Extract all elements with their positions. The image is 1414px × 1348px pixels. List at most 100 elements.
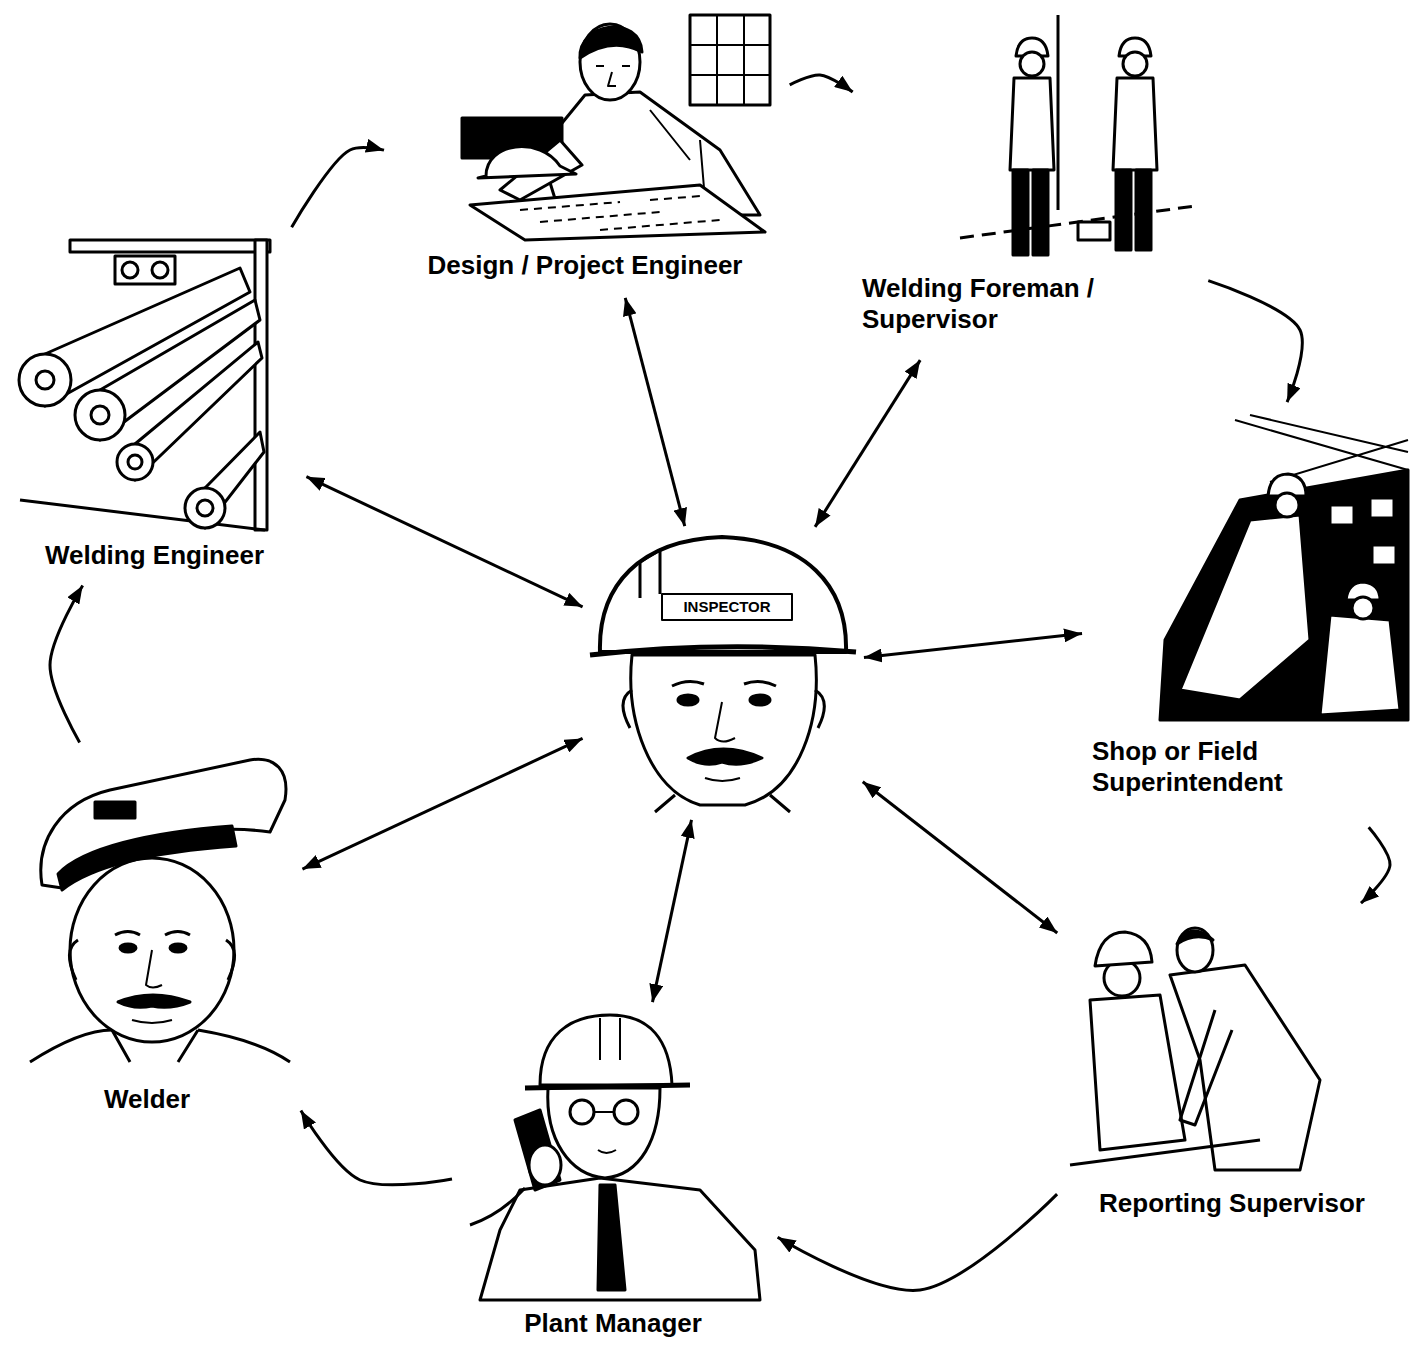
pipe-machine <box>91 406 109 424</box>
plant-manager-figure <box>548 1088 660 1178</box>
plant-manager-figure <box>600 1018 620 1060</box>
flow-arrow <box>790 75 853 92</box>
foreman-figures <box>1057 15 1060 210</box>
inspector-figure <box>672 681 776 686</box>
inspector-figure <box>662 594 792 620</box>
plant-manager-figure <box>515 1110 560 1190</box>
reporting-figures <box>1090 995 1185 1150</box>
foreman-figures <box>1078 222 1110 240</box>
inspector-figure <box>750 695 770 705</box>
welder-figure <box>69 940 234 980</box>
pipe-machine <box>19 240 270 530</box>
superintendent-figures <box>1330 505 1354 525</box>
foreman-figures <box>1116 170 1131 250</box>
flow-arrow <box>1208 281 1302 402</box>
two-way-arrow <box>306 477 582 607</box>
role-node: Design / Project Engineer <box>390 10 784 292</box>
welder-figure <box>95 802 135 818</box>
role-node: Welding Foreman / Supervisor <box>858 15 1203 355</box>
flow-arrow <box>778 1194 1057 1290</box>
foreman-figures <box>1013 170 1028 255</box>
welder-figure <box>115 932 190 936</box>
role-label: Design / Project Engineer <box>390 250 780 281</box>
plant-manager-figure <box>525 1085 690 1088</box>
role-node: Reporting Supervisor <box>1062 908 1406 1233</box>
role-node: INSPECTOR <box>588 532 858 814</box>
welder-figure <box>118 995 190 1007</box>
reporting-figures <box>1177 928 1213 972</box>
pipe-machine <box>19 354 71 406</box>
two-way-arrow <box>863 782 1058 933</box>
welder-figure <box>30 759 290 1062</box>
role-label: Welder <box>12 1084 282 1115</box>
pipe-machine <box>185 488 225 528</box>
reporting-figures <box>1177 931 1213 944</box>
superintendent-figures <box>1160 415 1408 720</box>
reporting-figures <box>1095 932 1152 966</box>
superintendent-figures <box>1160 470 1408 720</box>
plant-manager-figure <box>570 1100 594 1124</box>
inspector-figure <box>640 550 660 598</box>
flow-arrow <box>301 1110 452 1184</box>
reporting-figures <box>1170 965 1320 1170</box>
engineer-figure <box>478 147 576 178</box>
welder-figure <box>70 858 234 1042</box>
engineer-figure <box>470 185 765 240</box>
flow-arrow <box>1361 827 1390 903</box>
foreman-figures <box>1136 170 1151 250</box>
inspector-figure <box>688 749 762 764</box>
plant-manager-figure <box>614 1100 638 1124</box>
two-way-arrow <box>302 738 582 869</box>
pipe-machine <box>152 262 168 278</box>
superintendent-figures <box>1320 615 1400 715</box>
welder-figure <box>170 944 186 952</box>
plant-manager-figure <box>598 1185 625 1290</box>
foreman-figures <box>960 15 1195 255</box>
foreman-figures <box>1033 170 1048 255</box>
role-node: Shop or Field Superintendent <box>1088 408 1410 822</box>
role-node: Plant Manager <box>458 1008 772 1346</box>
inspector-figure <box>600 537 846 652</box>
welder-figure <box>120 944 136 952</box>
engineer-figure <box>690 15 770 105</box>
plant-manager-figure <box>529 1145 561 1185</box>
inspector-figure <box>590 537 856 812</box>
pipe-machine <box>20 500 265 530</box>
reporting-figures <box>1070 928 1320 1170</box>
engineer-figure <box>596 66 630 86</box>
pipe-machine <box>128 455 142 469</box>
pipe-machine <box>36 371 54 389</box>
plant-manager-figure <box>470 1015 760 1300</box>
two-way-arrow <box>864 633 1082 657</box>
welder-figure <box>58 826 236 890</box>
inspector-figure <box>715 702 735 742</box>
inspector-figure <box>678 695 698 705</box>
helmet-label: INSPECTOR <box>662 594 792 620</box>
inspector-figure <box>705 778 740 781</box>
pipe-machine <box>117 444 153 480</box>
foreman-figures <box>1010 78 1054 170</box>
welder-figure <box>146 950 162 988</box>
inspector-figure <box>623 690 824 728</box>
superintendent-figures <box>1275 493 1299 517</box>
superintendent-figures <box>1370 498 1394 518</box>
engineer-figure <box>580 27 642 58</box>
engineer-figure <box>520 196 720 230</box>
plant-manager-figure <box>470 1188 525 1225</box>
two-way-arrow <box>815 360 920 527</box>
foreman-figures <box>1020 52 1044 76</box>
pipe-machine <box>255 240 267 530</box>
two-way-arrow <box>652 820 691 1002</box>
role-node: Welding Engineer <box>12 232 301 580</box>
role-label: Welding Engineer <box>12 540 297 571</box>
pipe-machine <box>122 262 138 278</box>
two-way-arrow <box>625 298 685 526</box>
engineer-figure <box>690 15 770 105</box>
role-label: Reporting Supervisor <box>1062 1188 1402 1219</box>
superintendent-figures <box>1235 415 1408 482</box>
reporting-figures <box>1180 1010 1232 1125</box>
pipe-machine <box>75 390 125 440</box>
role-label: Welding Foreman / Supervisor <box>862 273 1197 335</box>
